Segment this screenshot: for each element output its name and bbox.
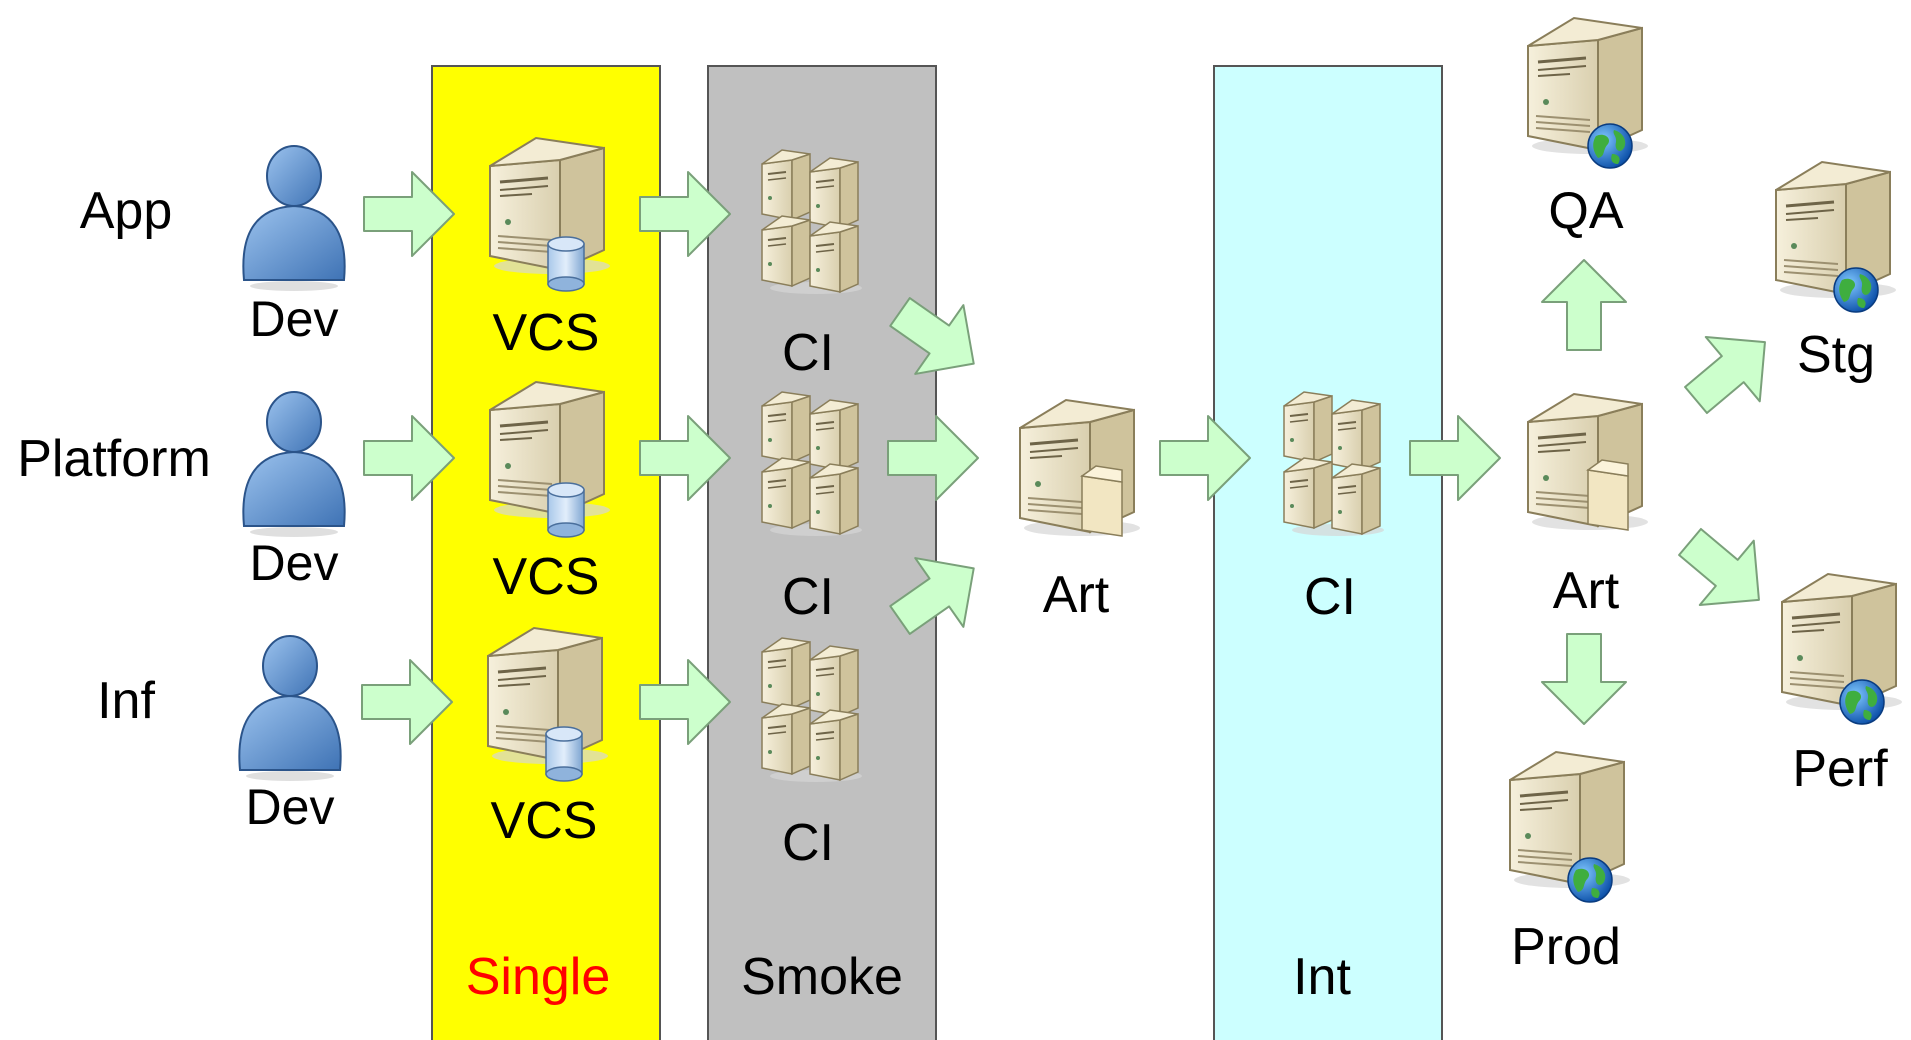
lane-label-single: Single <box>466 948 611 1006</box>
env-label-prod: Prod <box>1511 918 1621 976</box>
prod-server-icon <box>1508 750 1632 890</box>
ci-cluster-icon <box>761 391 863 537</box>
developer-person-icon <box>242 391 346 538</box>
flow-arrow <box>1668 308 1793 434</box>
ci-label: CI <box>782 814 834 872</box>
env-label-qa: QA <box>1548 182 1623 240</box>
folder-icon <box>1587 459 1629 531</box>
vcs-label: VCS <box>493 304 600 362</box>
vcs-label: VCS <box>491 792 598 850</box>
developer-person-icon <box>242 145 346 292</box>
ci-cluster-icon <box>761 149 863 295</box>
database-icon <box>547 482 585 538</box>
perf-server-icon <box>1780 572 1904 712</box>
database-icon <box>547 236 585 292</box>
ci-label: CI <box>782 324 834 382</box>
ci-label: CI <box>782 568 834 626</box>
developer-person-icon <box>238 635 342 782</box>
lane-label-smoke: Smoke <box>741 948 903 1006</box>
team-label-app: App <box>80 182 173 240</box>
globe-icon <box>1833 267 1879 313</box>
art-label: Art <box>1553 562 1620 620</box>
globe-icon <box>1567 857 1613 903</box>
qa-server-icon <box>1526 16 1650 156</box>
integration-ci-label: CI <box>1304 568 1356 626</box>
database-icon <box>545 726 583 782</box>
team-label-platform: Platform <box>17 430 211 488</box>
flow-arrow <box>1662 508 1787 634</box>
lane-label-int: Int <box>1293 948 1351 1006</box>
env-label-stg: Stg <box>1797 326 1875 384</box>
dev-label: Dev <box>250 291 339 347</box>
team-label-inf: Inf <box>97 672 155 730</box>
ci-cluster-icon <box>761 637 863 783</box>
vcs-label: VCS <box>493 548 600 606</box>
folder-icon <box>1081 465 1123 537</box>
env-label-perf: Perf <box>1792 740 1888 798</box>
integration-ci-cluster-icon <box>1283 391 1385 537</box>
stg-server-icon <box>1774 160 1898 300</box>
flow-arrow <box>1541 259 1627 351</box>
dev-label: Dev <box>250 535 339 591</box>
dev-label: Dev <box>246 779 335 835</box>
lane-int <box>1213 65 1443 1040</box>
globe-icon <box>1839 679 1885 725</box>
globe-icon <box>1587 123 1633 169</box>
flow-arrow <box>1541 633 1627 725</box>
art-label: Art <box>1043 566 1110 624</box>
